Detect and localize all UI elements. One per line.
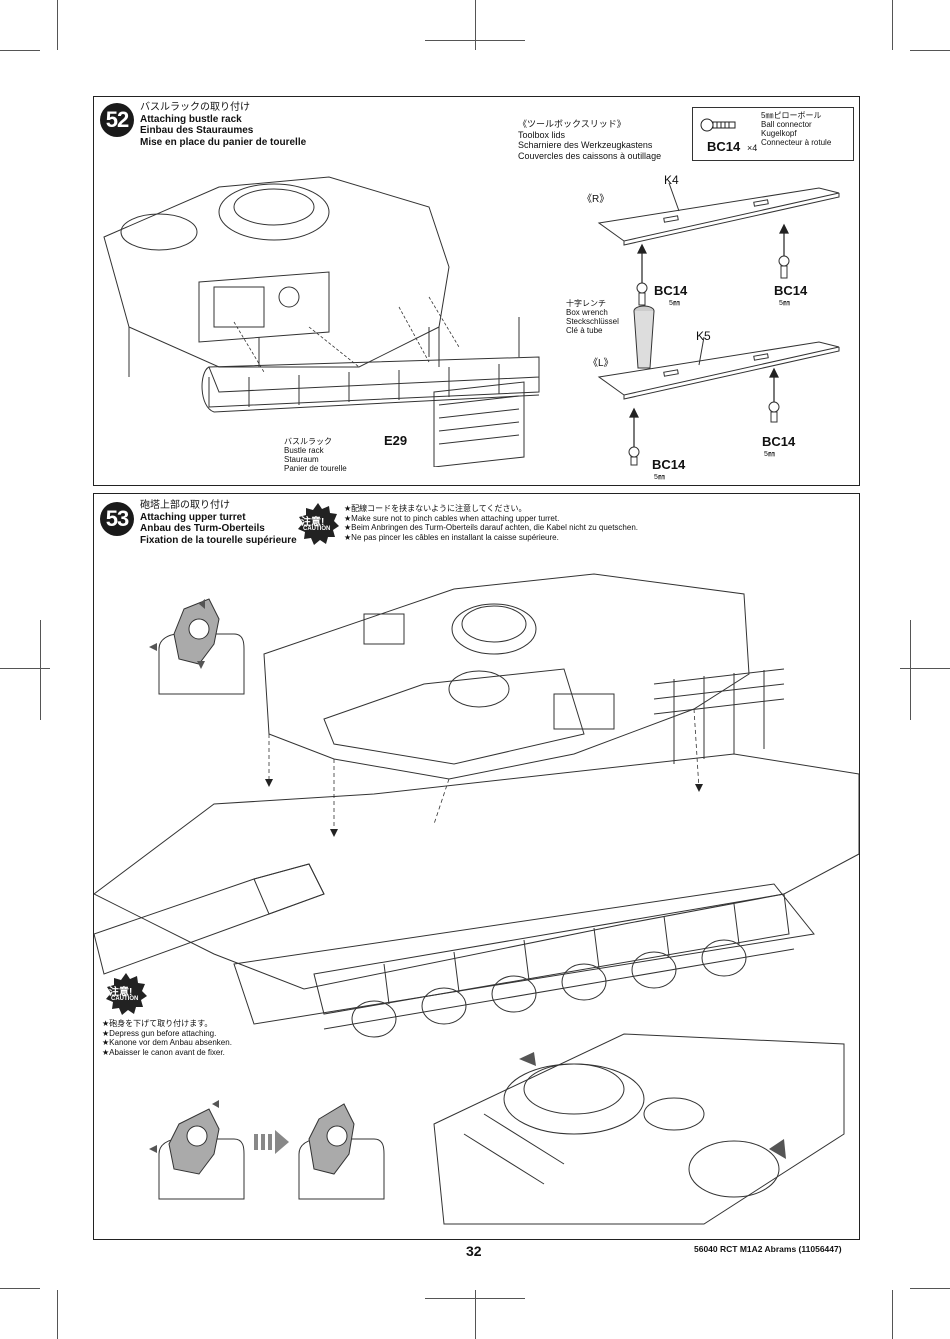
crop-mark (0, 1288, 40, 1289)
crop-mark (892, 1290, 893, 1339)
turret-rear-drawing (103, 176, 540, 467)
caution-en: CAUTION (303, 526, 331, 532)
title-jp: バスルラックの取り付け (140, 102, 250, 113)
bustle-rack-de: Stauraum (284, 455, 319, 464)
caution-line: ★Make sure not to pinch cables when atta… (344, 513, 560, 523)
size-5mm: 5㎜ (654, 474, 665, 481)
k4-lid-drawing (597, 183, 840, 306)
hull-turret-ring-drawing (433, 1033, 845, 1225)
toolbox-jp: 《ツールボックスリッド》 (518, 119, 626, 129)
step-53-panel: 53 砲塔上部の取り付け Attaching upper turret Anba… (93, 493, 860, 1240)
caution-badge-icon (106, 973, 147, 1015)
product-code: 56040 RCT M1A2 Abrams (11056447) (694, 1244, 842, 1254)
step-number: 53 (100, 502, 134, 536)
caution-line: ★砲身を下げて取り付けます。 (102, 1019, 213, 1028)
crop-mark (910, 50, 950, 51)
crop-mark (57, 0, 58, 50)
bustle-rack-en: Bustle rack (284, 446, 324, 455)
crop-mark (900, 668, 950, 669)
caution-top-text: ★配線コードを挟まないように注意してください。 ★Make sure not t… (344, 504, 638, 542)
size-5mm: 5㎜ (669, 300, 680, 307)
bustle-rack-label: バスルラック Bustle rack Stauraum Panier de to… (284, 437, 347, 473)
crop-mark (40, 620, 41, 720)
size-5mm: 5㎜ (779, 300, 790, 307)
toolbox-de: Scharniere des Werkzeugkastens (518, 140, 653, 150)
crop-mark (910, 620, 911, 720)
right-marker: 《R》 (582, 194, 610, 205)
box-wrench-jp: 十字レンチ (566, 299, 606, 308)
step-title: バスルラックの取り付け Attaching bustle rack Einbau… (140, 102, 306, 148)
title-jp: 砲塔上部の取り付け (140, 500, 230, 511)
box-wrench-de: Steckschlüssel (566, 317, 619, 326)
k5-lid-drawing (597, 337, 840, 466)
caution-badge-icon (298, 503, 339, 545)
title-de: Anbau des Turm-Oberteils (140, 523, 265, 534)
ball-connector-jp: 5㎜ピローボール (761, 111, 822, 120)
bc14-label: BC14 (774, 283, 808, 298)
ball-connector-icon (700, 118, 736, 132)
caution-line: ★Ne pas pincer les câbles en installant … (344, 532, 559, 542)
part-e29-label: E29 (384, 433, 408, 448)
crop-mark (57, 1290, 58, 1339)
ball-connector-text: 5㎜ピローボール Ball connector Kugelkopf Connec… (761, 111, 831, 147)
bc14-label: BC14 (652, 457, 686, 472)
part-k5-label: K5 (696, 329, 711, 343)
title-en: Attaching upper turret (140, 511, 246, 523)
ball-connector-fr: Connecteur à rotule (761, 138, 832, 147)
caution-line: ★Depress gun before attaching. (102, 1028, 217, 1038)
ball-connector-qty: ×4 (747, 143, 758, 153)
step-title: 砲塔上部の取り付け Attaching upper turret Anbau d… (140, 500, 297, 546)
crop-mark (0, 50, 40, 51)
step-number: 52 (100, 103, 134, 137)
caution-jp: 注意! (301, 517, 325, 528)
left-marker: 《L》 (588, 358, 614, 369)
crop-mark (475, 1290, 476, 1339)
crop-mark (892, 0, 893, 50)
tank-assembly-drawing (94, 573, 859, 1038)
box-wrench-label: 十字レンチ Box wrench Steckschlüssel Clé à tu… (566, 299, 619, 335)
bustle-rack-fr: Panier de tourelle (284, 464, 347, 473)
title-en: Attaching bustle rack (140, 113, 242, 125)
bustle-rack-jp: バスルラック (284, 437, 332, 446)
toolbox-en: Toolbox lids (518, 129, 566, 140)
caution-line: ★Beim Anbringen des Turm-Oberteils darau… (344, 523, 639, 532)
crop-mark (425, 40, 525, 41)
caution-en: CAUTION (111, 996, 139, 1002)
box-wrench-en: Box wrench (566, 308, 608, 317)
crop-mark (0, 668, 50, 669)
crop-mark (475, 0, 476, 50)
ball-connector-de: Kugelkopf (761, 129, 797, 138)
title-fr: Fixation de la tourelle supérieure (140, 534, 297, 546)
bc14-label: BC14 (762, 434, 796, 449)
box-wrench-icon (633, 305, 655, 369)
step-52-panel: 52 バスルラックの取り付け Attaching bustle rack Ein… (93, 96, 860, 486)
gun-position-detail-top (149, 598, 245, 695)
crop-mark (910, 1288, 950, 1289)
toolbox-lids-label: 《ツールボックスリッド》 Toolbox lids Scharniere des… (518, 119, 661, 161)
bc14-label: BC14 (654, 283, 688, 298)
caution-bottom-text: ★砲身を下げて取り付けます。 ★Depress gun before attac… (102, 1019, 232, 1057)
ball-connector-box: 5㎜ピローボール Ball connector Kugelkopf Connec… (692, 107, 854, 161)
caution-line: ★Kanone vor dem Anbau absenken. (102, 1038, 232, 1047)
caution-jp: 注意! (109, 987, 133, 998)
part-k4-label: K4 (664, 173, 679, 187)
box-wrench-fr: Clé à tube (566, 326, 603, 335)
page-number: 32 (466, 1243, 482, 1259)
caution-line: ★配線コードを挟まないように注意してください。 (344, 504, 527, 513)
ball-connector-en: Ball connector (761, 120, 812, 129)
ball-connector-part: BC14 (707, 139, 741, 154)
caution-line: ★Abaisser le canon avant de fixer. (102, 1047, 225, 1057)
size-5mm: 5㎜ (764, 451, 775, 458)
title-fr: Mise en place du panier de tourelle (140, 136, 307, 148)
title-de: Einbau des Stauraumes (140, 125, 254, 136)
toolbox-fr: Couvercles des caissons à outillage (518, 150, 662, 161)
crop-mark (425, 1298, 525, 1299)
gun-depress-detail (149, 1100, 385, 1200)
